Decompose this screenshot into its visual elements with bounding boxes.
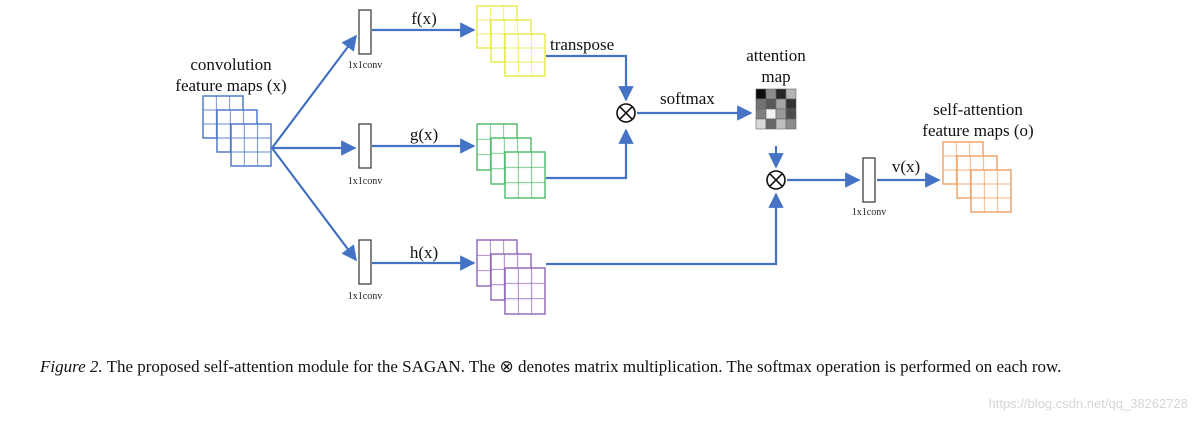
feature-map-layer [504, 33, 546, 77]
feature-map-layer [504, 151, 546, 199]
attention-cell [765, 118, 777, 130]
input-label-line2: feature maps (x) [175, 76, 286, 95]
v-label: v(x) [892, 157, 920, 176]
caption-label: Figure 2. [40, 357, 103, 376]
attention-cell [755, 88, 767, 100]
attention-map-grid [755, 88, 797, 130]
h-label: h(x) [410, 243, 438, 262]
output-label-line1: self-attention [933, 100, 1023, 119]
watermark: https://blog.csdn.net/qq_38262728 [988, 396, 1189, 411]
conv-block-g [358, 123, 372, 169]
attention-cell [765, 108, 777, 120]
caption-text: The proposed self-attention module for t… [106, 357, 1062, 376]
attention-cell [785, 118, 797, 130]
sagan-attention-diagram: convolution feature maps (x) 1x1conv 1x1… [175, 5, 1034, 315]
matmul-node-1 [616, 103, 636, 123]
input-feature-maps [202, 95, 272, 167]
attention-cell [775, 88, 787, 100]
attention-cell [765, 88, 777, 100]
attention-label-line2: map [761, 67, 790, 86]
attention-cell [775, 118, 787, 130]
conv-label-h: 1x1conv [348, 291, 382, 302]
feature-map-layer [504, 267, 546, 315]
matmul-node-2 [766, 170, 786, 190]
softmax-label: softmax [660, 89, 715, 108]
conv-block-v [862, 157, 876, 203]
attention-cell [785, 98, 797, 110]
feature-map-layer [970, 169, 1012, 213]
attention-cell [775, 108, 787, 120]
attention-cell [785, 88, 797, 100]
attention-cell [755, 108, 767, 120]
conv-label-v: 1x1conv [852, 207, 886, 218]
g-label: g(x) [410, 125, 438, 144]
conv-block-f [358, 9, 372, 55]
transpose-label: transpose [550, 35, 614, 54]
h-feature-maps [476, 239, 546, 315]
attention-cell [785, 108, 797, 120]
f-feature-maps [476, 5, 546, 77]
g-feature-maps [476, 123, 546, 199]
conv-label-g: 1x1conv [348, 176, 382, 187]
branch-arrows [271, 22, 941, 271]
attention-label-line1: attention [746, 46, 806, 65]
f-label: f(x) [411, 9, 436, 28]
output-label-line2: feature maps (o) [922, 121, 1033, 140]
conv-block-h [358, 239, 372, 285]
attention-cell [765, 98, 777, 110]
attention-cell [755, 118, 767, 130]
output-feature-maps [942, 141, 1012, 213]
attention-cell [775, 98, 787, 110]
conv-label-f: 1x1conv [348, 60, 382, 71]
input-label-line1: convolution [190, 55, 272, 74]
feature-map-layer [230, 123, 272, 167]
figure-caption: Figure 2. The proposed self-attention mo… [40, 356, 1170, 378]
attention-cell [755, 98, 767, 110]
